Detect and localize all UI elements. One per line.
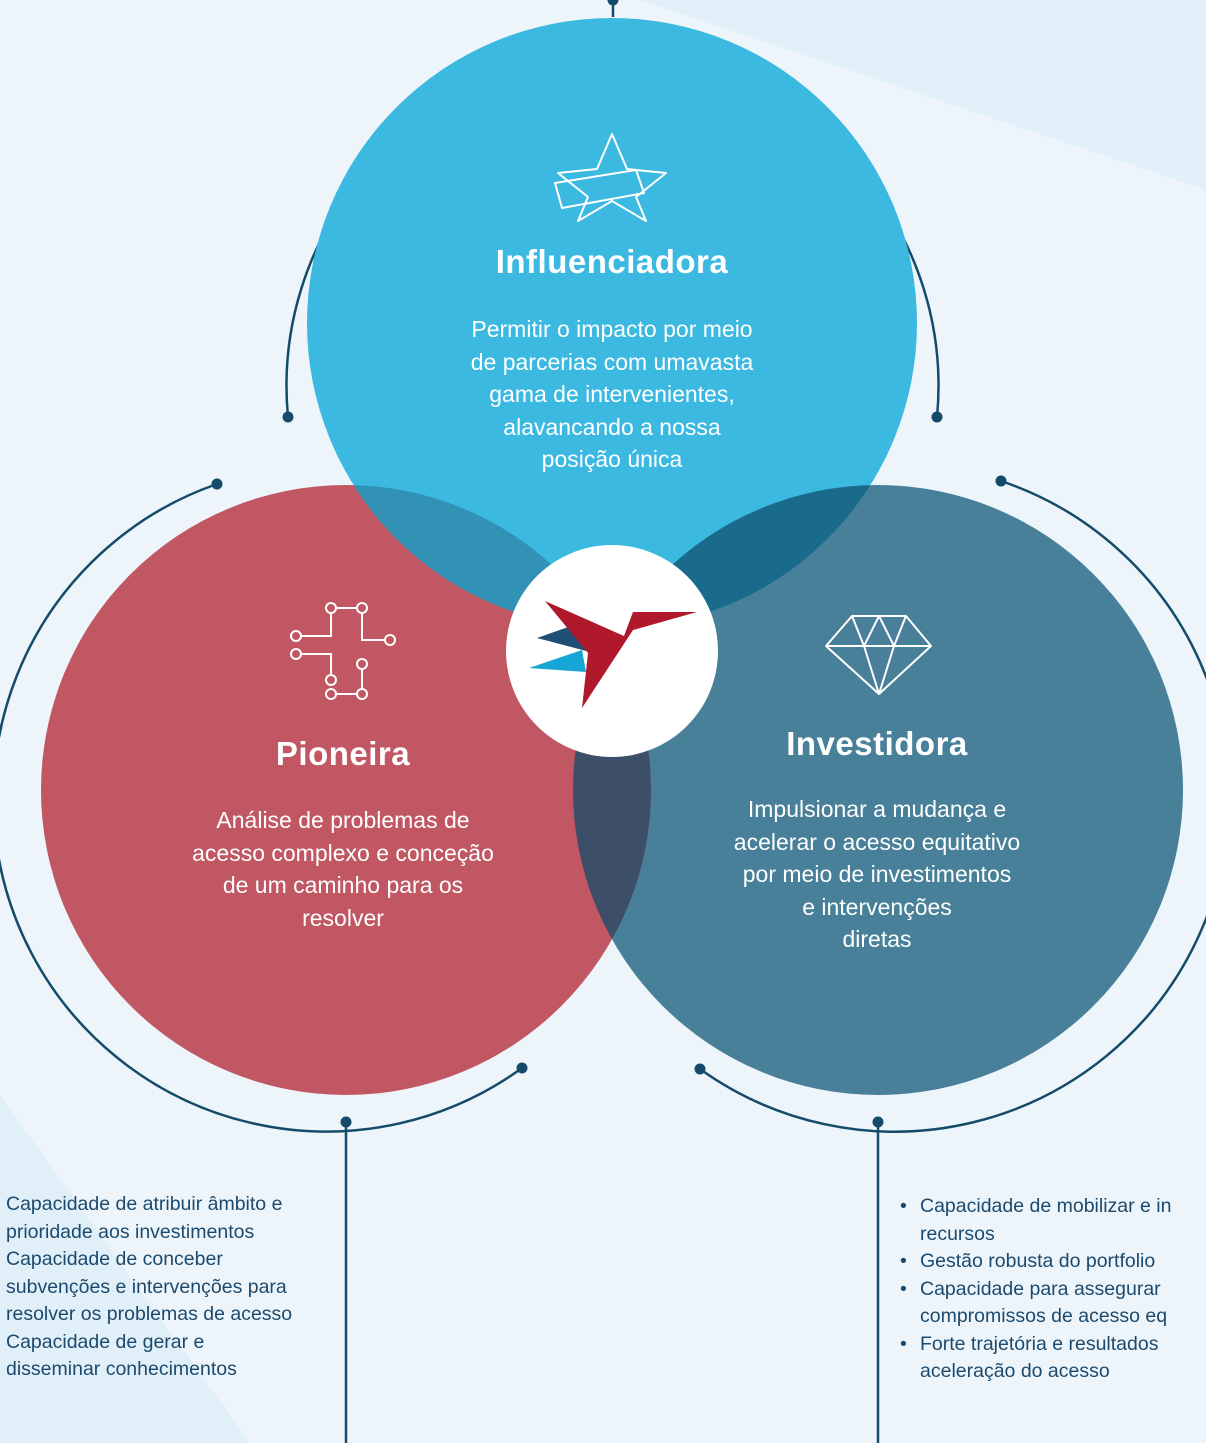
ring-dot <box>211 478 223 490</box>
list-item: Capacidade de conceber <box>6 1248 223 1270</box>
hummingbird-logo <box>506 545 718 757</box>
ring-arc-right <box>699 479 1206 1133</box>
list-item-line: Capacidade para assegurar <box>920 1277 1161 1300</box>
influenciadora-title: Influenciadora <box>495 243 729 280</box>
list-item: disseminar conhecimentos <box>6 1358 237 1380</box>
list-item: Capacidade de gerar e <box>6 1330 205 1353</box>
description-line: de um caminho para os <box>222 872 464 898</box>
investidora-description: Impulsionar a mudança e acelerar o acess… <box>670 793 1084 956</box>
influenciadora-description: Permitir o impacto por meio de parcerias… <box>410 313 814 476</box>
description-line: alavancando a nossa <box>503 413 721 440</box>
description-line: gama de intervenientes, <box>489 381 735 407</box>
description-line: de parcerias com umavasta <box>470 348 754 375</box>
list-item-line: aceleração do acesso <box>920 1360 1110 1382</box>
description-line: e intervenções <box>802 893 952 920</box>
list-item: resolver os problemas de acesso <box>6 1303 293 1325</box>
pioneira-title: Pioneira <box>275 735 411 772</box>
star-icon <box>554 133 667 222</box>
description-line: Impulsionar a mudança e <box>747 796 1007 822</box>
investidora-capabilities-list: Capacidade de mobilizar e in recursos Ge… <box>898 1193 1206 1386</box>
list-item: prioridade aos investimentos <box>6 1220 255 1243</box>
description-line: Análise de problemas de <box>216 807 470 833</box>
list-item: Capacidade de mobilizar e in recursos <box>898 1193 1206 1248</box>
list-item: Gestão robusta do portfolio <box>898 1248 1206 1276</box>
circle-pioneira <box>41 485 651 1095</box>
ring-arc-left <box>0 482 523 1133</box>
list-item-line: recursos <box>920 1222 995 1245</box>
description-line: diretas <box>842 926 912 952</box>
ring-dot <box>995 475 1007 487</box>
ring-dot <box>516 1062 528 1074</box>
description-line: posição única <box>541 446 683 472</box>
pioneira-description: Análise de problemas de acesso complexo … <box>143 804 543 934</box>
list-item: Capacidade de atribuir âmbito e <box>6 1193 283 1215</box>
ring-dot <box>282 411 294 423</box>
list-item: Capacidade para assegurar compromissos d… <box>898 1276 1206 1331</box>
list-item-line: Gestão robusta do portfolio <box>920 1250 1156 1272</box>
investidora-title: Investidora <box>786 725 968 762</box>
pioneira-capabilities-list: Capacidade de atribuir âmbito e priorida… <box>6 1191 341 1384</box>
list-item: subvenções e intervenções para <box>6 1275 287 1298</box>
description-line: por meio de investimentos <box>742 861 1012 887</box>
description-line: resolver <box>302 904 384 931</box>
circuit-icon <box>290 602 396 700</box>
circle-investidora <box>573 485 1183 1095</box>
description-line: Permitir o impacto por meio <box>471 316 753 342</box>
diamond-icon <box>825 615 932 695</box>
description-line: acesso complexo e conceção <box>192 839 494 866</box>
list-item-line: Capacidade de mobilizar e in <box>920 1195 1172 1217</box>
ring-dot <box>931 411 943 423</box>
background-panel-top-right <box>640 0 1206 190</box>
description-line: acelerar o acesso equitativo <box>733 828 1021 855</box>
circle-influenciadora <box>307 18 917 628</box>
ring-dot <box>694 1063 706 1075</box>
list-item-line: Forte trajetória e resultados <box>920 1332 1159 1355</box>
background-panel-bottom-left <box>0 1095 250 1443</box>
list-item: Forte trajetória e resultados aceleração… <box>898 1331 1206 1386</box>
list-item-line: compromissos de acesso eq <box>920 1305 1168 1327</box>
